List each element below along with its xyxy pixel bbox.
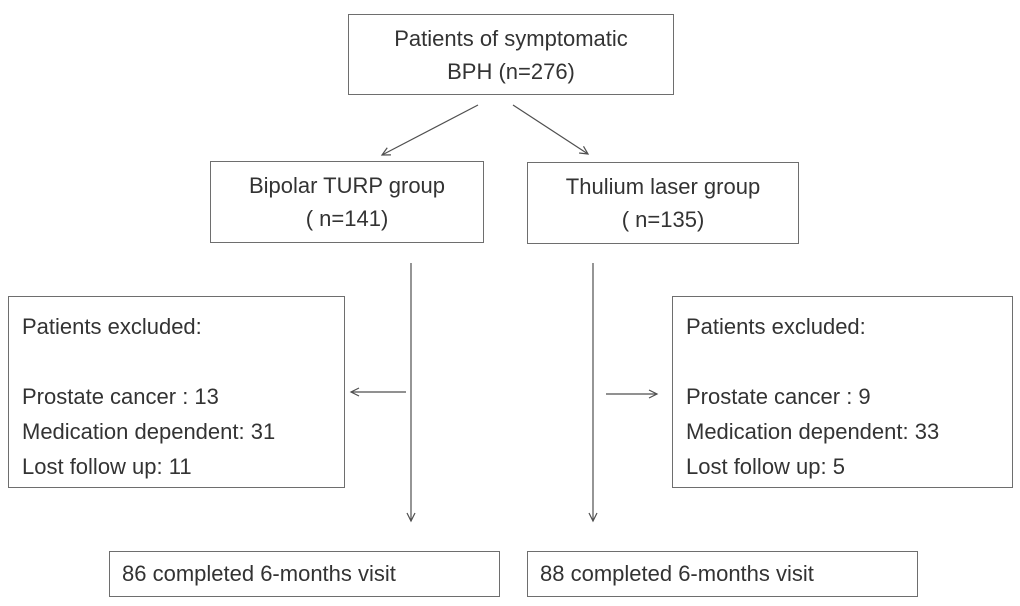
laser-completed-label: 88 completed 6-months visit bbox=[540, 561, 814, 586]
laser-group-line2: ( n=135) bbox=[621, 207, 705, 232]
laser-excluded-item: Prostate cancer : 9 bbox=[686, 384, 871, 409]
turp-group-line2: ( n=141) bbox=[305, 206, 389, 231]
laser-group-box: Thulium laser group ( n=135) bbox=[527, 162, 799, 244]
laser-group-line1: Thulium laser group bbox=[565, 174, 761, 199]
enrollment-line2: BPH (n=276) bbox=[447, 58, 575, 84]
arrow-enrollment-to-turp bbox=[380, 104, 479, 156]
turp-excluded-item: Lost follow up: 11 bbox=[22, 454, 192, 479]
laser-excluded-title: Patients excluded: bbox=[686, 314, 866, 339]
turp-completed-box: 86 completed 6-months visit bbox=[109, 551, 500, 597]
turp-excluded-item: Prostate cancer : 13 bbox=[22, 384, 219, 409]
turp-group-box: Bipolar TURP group ( n=141) bbox=[210, 161, 484, 243]
laser-excluded-item: Medication dependent: 33 bbox=[686, 419, 940, 444]
enrollment-box: Patients of symptomatic BPH (n=276) bbox=[348, 14, 674, 95]
laser-excluded-item: Lost follow up: 5 bbox=[686, 454, 845, 479]
turp-excluded-items: Prostate cancer : 13 Medication dependen… bbox=[22, 379, 336, 484]
turp-completed-label: 86 completed 6-months visit bbox=[122, 561, 396, 586]
laser-completed-box: 88 completed 6-months visit bbox=[527, 551, 918, 597]
enrollment-line1: Patients of symptomatic bbox=[394, 25, 628, 51]
arrow-enrollment-to-laser bbox=[512, 104, 590, 155]
turp-excluded-item: Medication dependent: 31 bbox=[22, 419, 276, 444]
turp-excluded-box: Patients excluded: Prostate cancer : 13 … bbox=[8, 296, 345, 488]
turp-group-line1: Bipolar TURP group bbox=[248, 173, 446, 198]
turp-excluded-title: Patients excluded: bbox=[22, 314, 202, 339]
laser-excluded-items: Prostate cancer : 9 Medication dependent… bbox=[686, 379, 1004, 484]
laser-excluded-box: Patients excluded: Prostate cancer : 9 M… bbox=[672, 296, 1013, 488]
